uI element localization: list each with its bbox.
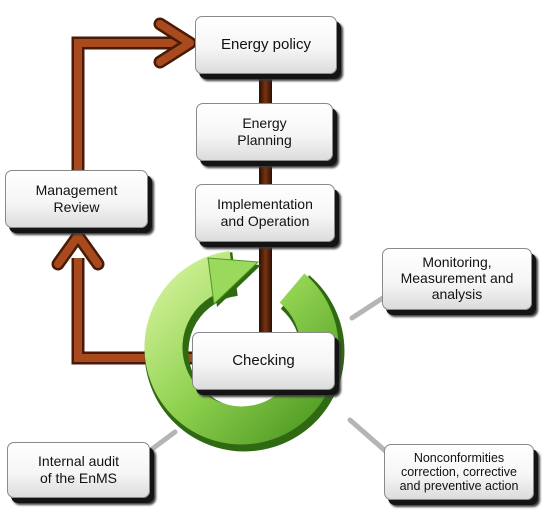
checking-box: Checking: [192, 332, 335, 390]
energy-planning-box: Energy Planning: [196, 103, 333, 161]
monitoring-measurement-box: Monitoring, Measurement and analysis: [382, 248, 532, 310]
internal-audit-box: Internal audit of the EnMS: [7, 442, 150, 498]
implementation-operation-box: Implementation and Operation: [195, 184, 335, 242]
energy-policy-box: Energy policy: [195, 16, 337, 74]
brown-feedback-arrow: [51, 17, 197, 365]
nonconformities-box: Nonconformities correction, corrective a…: [384, 444, 534, 500]
management-review-box: Management Review: [5, 170, 148, 228]
